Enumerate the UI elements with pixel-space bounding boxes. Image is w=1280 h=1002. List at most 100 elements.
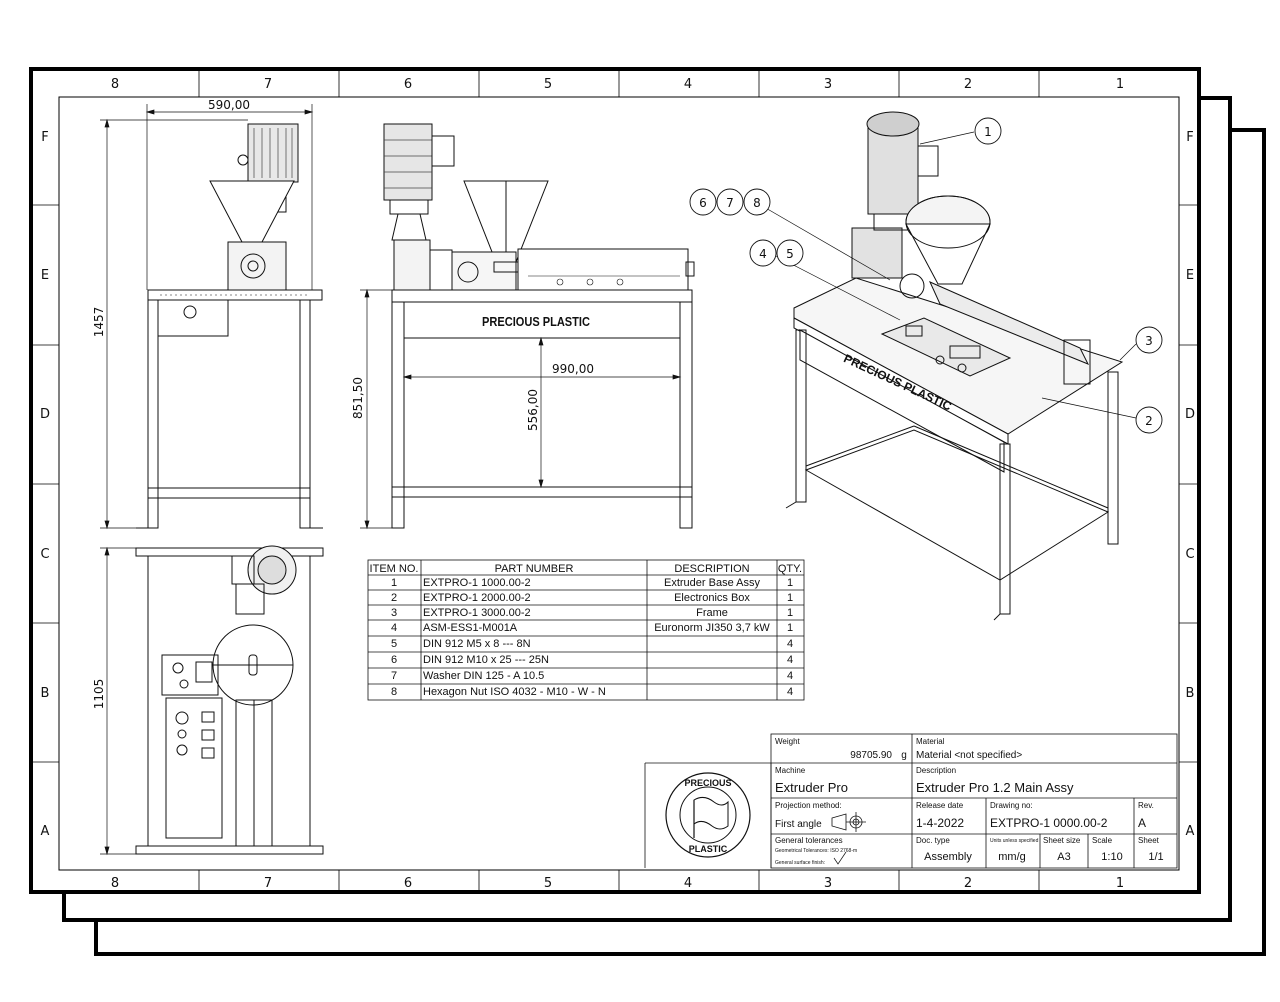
- isometric-view: [785, 111, 1124, 621]
- description-value: Extruder Pro 1.2 Main Assy: [916, 780, 1074, 795]
- bom-header: PART NUMBER: [495, 563, 574, 575]
- title-block-grid: [644, 733, 1178, 869]
- bom-cell: 5: [391, 638, 397, 650]
- row-label: A: [1186, 824, 1195, 839]
- bom-cell: Hexagon Nut ISO 4032 - M10 - W - N: [423, 686, 606, 698]
- bom-cell: 1: [787, 607, 793, 619]
- top-electronics-box: [165, 697, 223, 839]
- top-dimensions: [100, 546, 136, 856]
- callout-labels: 1 2 3 4 5 6 7 8: [699, 125, 1153, 428]
- drawing-no-label: Drawing no:: [990, 801, 1033, 810]
- bom-header: ITEM NO.: [370, 563, 419, 575]
- dim-height-side: 1457: [92, 307, 106, 338]
- callout-label: 6: [699, 196, 707, 210]
- top-small-panel: [161, 654, 219, 696]
- front-motor: [383, 123, 433, 201]
- bom-cell: 4: [787, 686, 793, 698]
- bom-cell: DIN 912 M10 x 25 --- 25N: [423, 654, 549, 666]
- col-label: 2: [964, 876, 972, 891]
- flag-icon: [693, 796, 729, 830]
- material-value: Material <not specified>: [916, 750, 1022, 761]
- col-label: 3: [824, 876, 832, 891]
- weight-label: Weight: [775, 737, 801, 746]
- bom-cell: Washer DIN 125 - A 10.5: [423, 670, 544, 682]
- units-label: Units unless specified: [990, 838, 1039, 844]
- bom-cell: 7: [391, 670, 397, 682]
- rev-value: A: [1138, 816, 1146, 830]
- bom-cell: 8: [391, 686, 397, 698]
- weight-unit: g: [901, 750, 907, 761]
- bom-cell: Frame: [696, 607, 728, 619]
- drawing-no-value: EXTPRO-1 0000.00-2: [990, 816, 1108, 830]
- doc-type-value: Assembly: [924, 851, 972, 863]
- rev-label: Rev.: [1138, 801, 1154, 810]
- top-view: [135, 545, 324, 855]
- bom-cell: ASM-ESS1-M001A: [423, 622, 518, 634]
- bom-cell: 4: [391, 622, 397, 634]
- col-label: 1: [1116, 77, 1124, 92]
- front-sheet: [29, 67, 1201, 894]
- precious-plastic-logo: PRECIOUS PLASTIC: [665, 772, 751, 858]
- logo-text-top: PRECIOUS: [684, 778, 731, 788]
- bom-header: DESCRIPTION: [674, 563, 749, 575]
- dim-top-view-height: 1105: [92, 679, 106, 710]
- bom-cell: 3: [391, 607, 397, 619]
- col-label: 1: [1116, 876, 1124, 891]
- zone-ticks: [33, 71, 1197, 890]
- iso-motor: [867, 123, 919, 215]
- bom-cell: 6: [391, 654, 397, 666]
- column-labels: 8 7 6 5 4 3 2 1 8 7 6 5 4 3 2 1: [111, 77, 1124, 891]
- callout-label: 7: [726, 196, 734, 210]
- col-label: 6: [404, 77, 412, 92]
- front-view: [383, 123, 695, 529]
- iso-electronics: [880, 317, 1012, 377]
- bom-cell: 2: [391, 592, 397, 604]
- bom-cell: 4: [787, 654, 793, 666]
- dim-front-inner-height: 556,00: [526, 389, 540, 431]
- bom-cell: EXTPRO-1 2000.00-2: [423, 592, 531, 604]
- dim-front-height: 851,50: [351, 377, 365, 419]
- sheet-size-value: A3: [1057, 851, 1070, 863]
- machine-value: Extruder Pro: [775, 780, 848, 795]
- sheet-value: 1/1: [1148, 851, 1163, 863]
- sheet-label: Sheet: [1138, 836, 1160, 845]
- iso-hopper: [905, 223, 991, 285]
- release-value: 1-4-2022: [916, 816, 964, 830]
- row-label: F: [41, 130, 48, 145]
- surface-finish-icon: [833, 851, 847, 865]
- material-label: Material: [916, 737, 945, 746]
- side-dimensions: [100, 104, 314, 530]
- gearbox: [227, 241, 287, 293]
- description-label: Description: [916, 766, 956, 775]
- bom-cell: 1: [787, 622, 793, 634]
- row-labels: F E D C B A F E D C B A: [40, 130, 1195, 839]
- row-label: C: [1185, 547, 1194, 562]
- row-label: C: [40, 547, 49, 562]
- callout-leaders: [763, 131, 1137, 419]
- bom-cell: Extruder Base Assy: [664, 577, 760, 589]
- col-label: 4: [684, 77, 692, 92]
- tolerances-label: General tolerances: [775, 836, 843, 845]
- callout-label: 4: [759, 247, 767, 261]
- projection-value: First angle: [775, 819, 822, 830]
- motor-body: [247, 123, 299, 183]
- col-label: 8: [111, 876, 119, 891]
- front-brand-text: PRECIOUS PLASTIC: [482, 314, 590, 329]
- dim-width-top: 590,00: [208, 98, 250, 112]
- col-label: 8: [111, 77, 119, 92]
- bom-cell: 1: [787, 592, 793, 604]
- doc-type-label: Doc. type: [916, 836, 950, 845]
- col-label: 7: [264, 876, 272, 891]
- geom-tolerances: Geometrical Tolerances: ISO 2768-m: [775, 848, 857, 854]
- row-label: D: [1185, 407, 1195, 422]
- projection-label: Projection method:: [775, 801, 842, 810]
- callout-label: 8: [753, 196, 761, 210]
- weight-value: 98705.90: [850, 750, 892, 761]
- first-angle-projection-icon: [831, 812, 866, 832]
- bom-cell: DIN 912 M5 x 8 --- 8N: [423, 638, 531, 650]
- scale-value: 1:10: [1101, 851, 1122, 863]
- callout-circles: [689, 117, 1163, 434]
